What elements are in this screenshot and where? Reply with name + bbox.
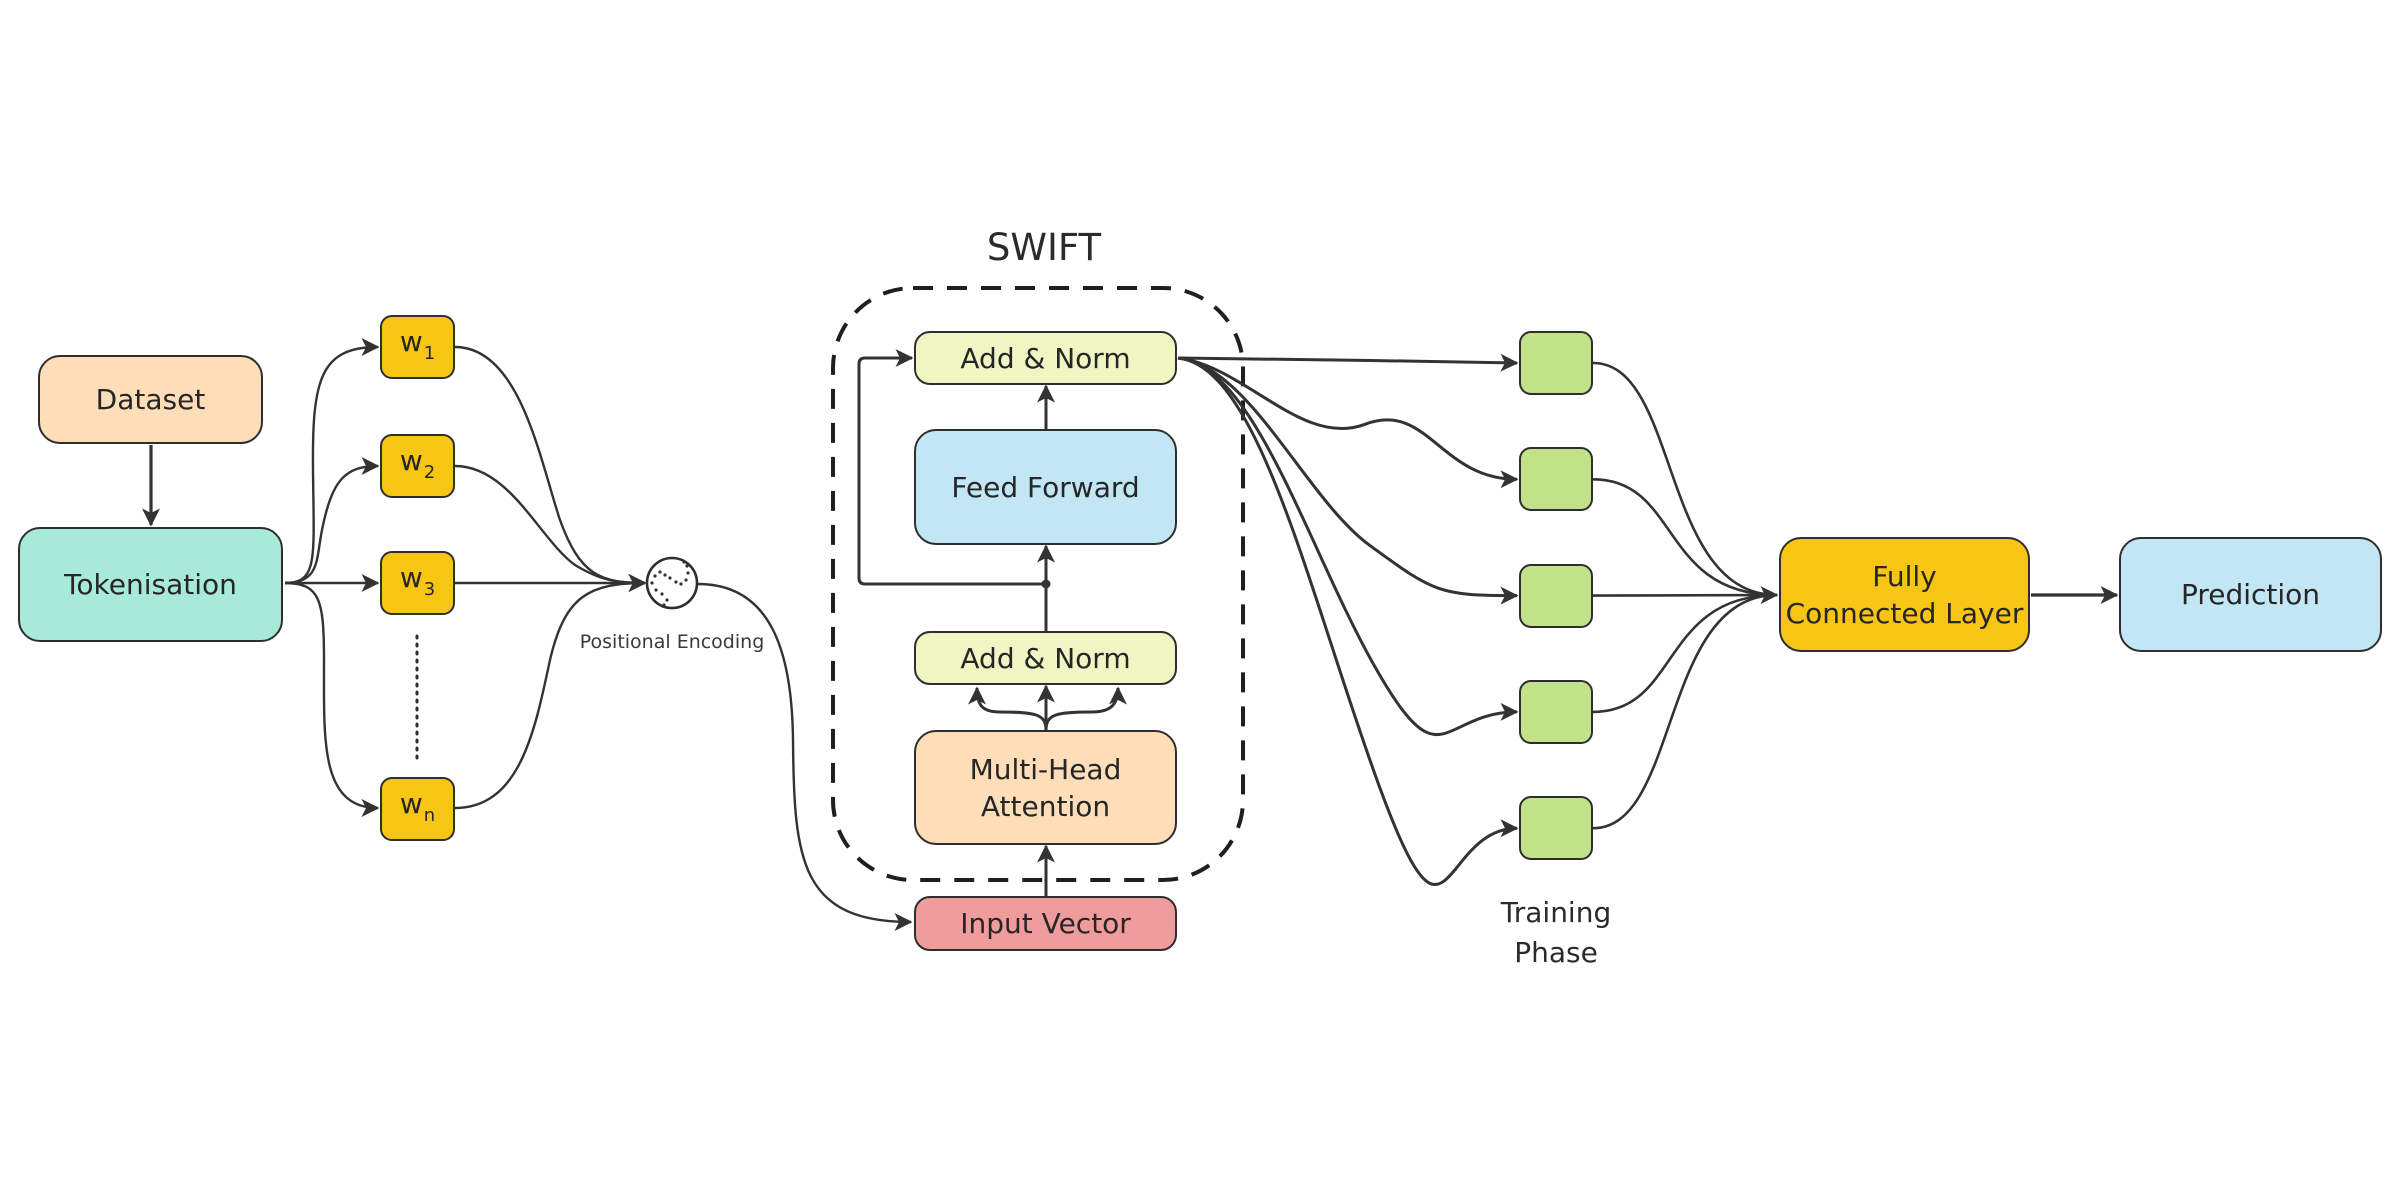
training-fanin [1592,361,1779,830]
tokenisation-label: Tokenisation [64,568,237,601]
edge-addnorm-training-2 [1177,356,1519,489]
swift-container [831,286,1245,882]
add-norm-top-label: Add & Norm [960,341,1131,375]
prediction-node: Prediction [2119,537,2382,652]
token-w3: w3 [380,551,455,615]
add-norm-bottom-node: Add & Norm [914,631,1177,685]
training-node [1519,679,1593,744]
training-label-line1: Training [1500,896,1612,929]
edge-training-fc-2 [1592,478,1778,597]
edge-tokenisation-w2 [284,457,380,585]
positional-encoding-label: Positional Encoding [579,631,765,653]
training-node [1519,447,1593,512]
training-label-line2: Phase [1514,936,1598,969]
attention-label-line2: Attention [980,789,1111,823]
edge-training-fc-3 [1592,586,1779,605]
token-label: w1 [399,324,436,364]
token-wn: wn [380,777,455,841]
edge-attention-addnorm-right [1044,686,1127,731]
training-fanout [1177,353,1519,886]
input-vector-label: Input Vector [960,907,1131,940]
dataset-node: Dataset [38,355,263,444]
tokenisation-node: Tokenisation [18,527,283,642]
training-node [1519,796,1593,861]
positional-encoding-node [645,556,699,610]
edge-wn-pe [454,574,647,810]
edge-residual-skip [857,349,1046,586]
token-label: w3 [399,560,436,600]
add-norm-bottom-label: Add & Norm [960,641,1131,675]
edge-tokenisation-wn [284,581,380,817]
training-phase-label: Training Phase [1456,893,1656,973]
sine-wave-circle-icon [650,560,690,607]
fully-connected-node: Fully Connected Layer [1779,537,2030,652]
edge-addnorm-training-5 [1177,356,1519,886]
swift-title: SWIFT [986,226,1102,269]
edge-pe-input-vector [697,582,913,931]
edge-addnorm-training-3 [1177,356,1519,605]
token-label: w2 [399,443,436,483]
edge-training-fc-5 [1592,593,1778,830]
attention-label-line1: Multi-Head [969,752,1122,786]
dataset-label: Dataset [95,383,206,416]
input-vector-node: Input Vector [914,896,1177,951]
token-w1: w1 [380,315,455,379]
feed-forward-label: Feed Forward [951,470,1140,504]
prediction-label: Prediction [2180,578,2321,611]
fc-label-line1: Fully [1872,559,1937,593]
training-node [1519,563,1593,628]
edge-attention-addnorm-left [968,686,1048,731]
edge-tokenisation-w1 [284,338,380,585]
edge-w1-pe [454,345,647,592]
edge-addnorm-training-4 [1177,356,1519,736]
edge-training-fc-1 [1592,361,1778,597]
edge-addnorm-training-1 [1177,353,1519,372]
training-node [1519,331,1593,395]
token-w2: w2 [380,434,455,498]
add-norm-top-node: Add & Norm [914,331,1177,385]
multi-head-attention-node: Multi-Head Attention [914,730,1177,845]
fc-label-line2: Connected Layer [1785,596,2024,630]
edge-w2-pe [454,464,647,592]
feed-forward-node: Feed Forward [914,429,1177,545]
token-label: wn [399,786,436,826]
edge-training-fc-4 [1592,593,1778,714]
